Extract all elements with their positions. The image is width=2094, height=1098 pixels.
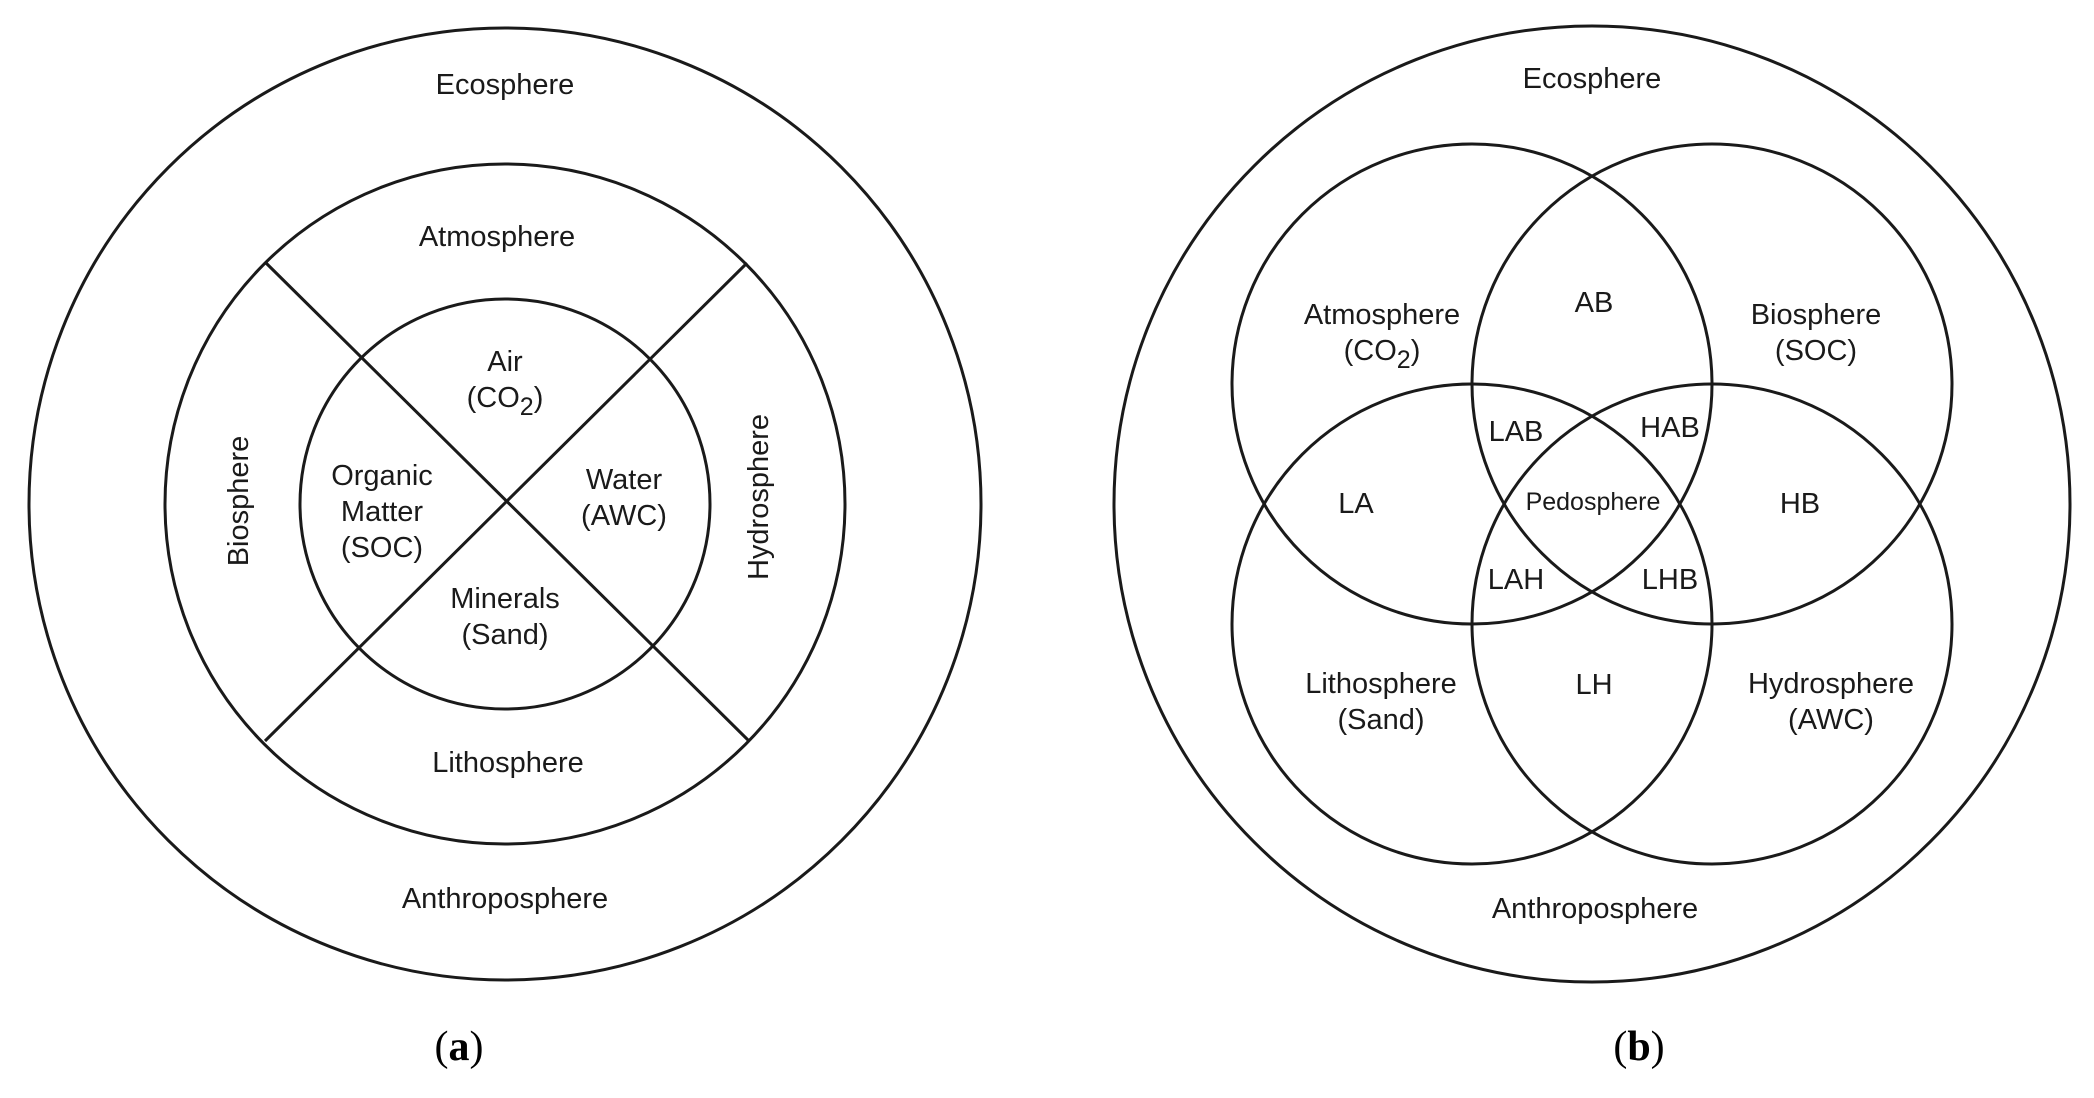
matter-label: Matter xyxy=(341,496,424,528)
ab-label: AB xyxy=(1575,287,1614,319)
ecosphere-outer-circle-b xyxy=(1112,24,2072,984)
atmosphere-label-a: Atmosphere xyxy=(419,221,575,253)
atmosphere-co2-label: (CO2) xyxy=(1344,335,1421,374)
lh-label: LH xyxy=(1575,669,1612,701)
ecosphere-label-b: Ecosphere xyxy=(1523,63,1662,95)
lhb-label: LHB xyxy=(1642,564,1698,596)
atmosphere-label-b: Atmosphere xyxy=(1304,299,1460,331)
la-label: LA xyxy=(1338,488,1374,520)
lithosphere-label-a: Lithosphere xyxy=(432,747,584,779)
hydrosphere-label-a: Hydrosphere xyxy=(743,414,775,580)
organic-soc-label: (SOC) xyxy=(341,532,423,564)
caption-b: (b) xyxy=(1613,1024,1664,1070)
biosphere-label-b: Biosphere xyxy=(1751,299,1882,331)
hydrosphere-awc-label: (AWC) xyxy=(1788,704,1874,736)
minerals-label: Minerals xyxy=(450,583,560,615)
soil-components-circle xyxy=(298,297,712,711)
anthroposphere-label-a: Anthroposphere xyxy=(402,883,608,915)
lab-label: LAB xyxy=(1489,416,1544,448)
ecosphere-label-a: Ecosphere xyxy=(436,69,575,101)
hydrosphere-label-b: Hydrosphere xyxy=(1748,668,1914,700)
anthroposphere-label-b: Anthroposphere xyxy=(1492,893,1698,925)
water-awc-label: (AWC) xyxy=(581,500,667,532)
ecosphere-outer-circle xyxy=(27,26,983,982)
pedosphere-label: Pedosphere xyxy=(1526,488,1661,516)
air-co2-label: (CO2) xyxy=(467,382,544,421)
panel-b: Ecosphere Anthroposphere Atmosphere (CO2… xyxy=(1112,24,2072,1070)
minerals-sand-label: (Sand) xyxy=(461,619,548,651)
water-label: Water xyxy=(586,464,663,496)
hydrosphere-circle xyxy=(1470,382,1954,866)
caption-a: (a) xyxy=(435,1024,484,1070)
biosphere-soc-label: (SOC) xyxy=(1775,335,1857,367)
divider-line-ne-sw xyxy=(263,261,749,743)
panel-a: Ecosphere Anthroposphere Atmosphere Lith… xyxy=(27,26,983,1070)
lithosphere-circle xyxy=(1230,382,1714,866)
biosphere-label-a: Biosphere xyxy=(223,436,255,567)
spheres-ring-circle xyxy=(163,162,847,846)
lithosphere-label-b: Lithosphere xyxy=(1305,668,1457,700)
air-label: Air xyxy=(487,346,523,378)
lithosphere-sand-label: (Sand) xyxy=(1337,704,1424,736)
organic-label: Organic xyxy=(331,460,433,492)
hb-label: HB xyxy=(1780,488,1820,520)
hab-label: HAB xyxy=(1640,412,1700,444)
lah-label: LAH xyxy=(1488,564,1544,596)
